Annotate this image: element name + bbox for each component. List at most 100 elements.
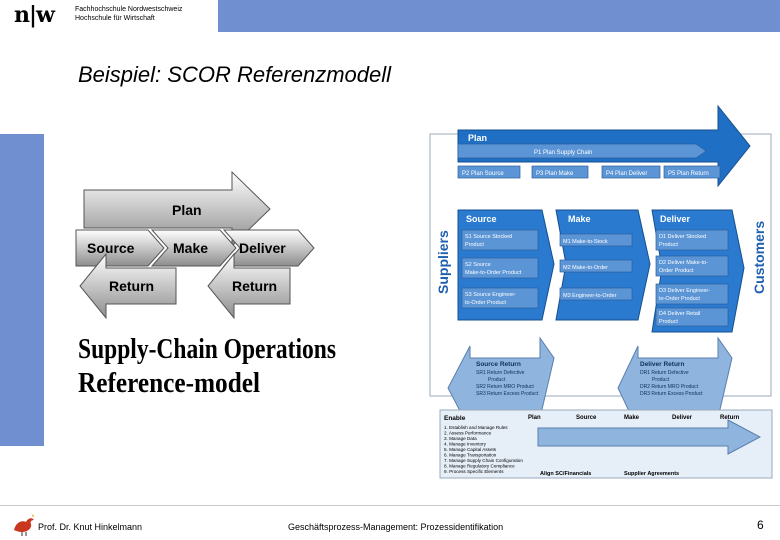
source-return-heading: Source Return: [476, 361, 521, 368]
make-label: Make: [173, 240, 208, 256]
school-name-line2: Hochschule für Wirtschaft: [75, 15, 155, 22]
m1-label: M1 Make-to-Stock: [563, 239, 608, 245]
wordmark-line1: Supply-Chain Operations: [78, 334, 336, 365]
d1-label-b: Product: [659, 242, 678, 248]
dr2-label: DR2 Return MRO Product: [640, 384, 699, 390]
enable-col-plan: Plan: [528, 415, 541, 421]
enable-col-make: Make: [624, 415, 640, 421]
p5-label: P5 Plan Return: [668, 171, 709, 177]
enable-item: 2. Assess Performance: [444, 431, 492, 436]
d3-label-b: to-Order Product: [659, 296, 700, 302]
s3-label-a: S3 Source Engineer-: [465, 292, 516, 298]
suppliers-label: Suppliers: [435, 230, 451, 294]
sr1-label-b: Product: [488, 377, 506, 383]
d2-label-b: Order Product: [659, 268, 694, 274]
enable-col-return: Return: [720, 415, 740, 421]
source-heading: Source: [466, 214, 497, 224]
enable-heading: Enable: [444, 415, 466, 422]
deliver-arrow: [222, 229, 315, 267]
d4-box: [655, 307, 729, 327]
p1-label: P1 Plan Supply Chain: [534, 150, 592, 156]
enable-item: 8. Manage Regulatory Compliance: [444, 464, 515, 469]
d1-label-a: D1 Deliver Stocked: [659, 234, 706, 240]
scor-logo-illustration: Plan Source Make Deliver Return Return S…: [75, 170, 336, 399]
p4-box: [601, 165, 661, 179]
plan-arrow: [83, 170, 271, 248]
m3-label: M3 Engineer-to-Order: [563, 293, 617, 299]
sr3-label: SR3 Return Excess Product: [476, 391, 539, 397]
dr1-label-a: DR1 Return Defective: [640, 370, 689, 376]
plan-heading: Plan: [468, 133, 487, 143]
supplier-agreements-label: Supplier Agreements: [624, 471, 679, 477]
enable-item: 1. Establish and Manage Rules: [444, 425, 508, 430]
enable-item: 5. Manage Capital Assets: [444, 447, 497, 452]
make-arrow: [150, 229, 237, 267]
s3-label-b: to-Order Product: [465, 300, 506, 306]
enable-arrow: [537, 419, 762, 455]
source-arrow: [75, 229, 165, 267]
enable-item: 9. Process Specific Elements: [444, 469, 504, 474]
enable-item: 3. Manage Data: [444, 436, 477, 441]
enable-item: 4. Manage Inventory: [444, 442, 487, 447]
s2-label-b: Make-to-Order Product: [465, 270, 522, 276]
d3-label-a: D3 Deliver Engineer-: [659, 288, 710, 294]
s1-label-b: Product: [465, 242, 484, 248]
return-arrow-left: [79, 252, 177, 320]
logo-mark: n|w: [14, 2, 55, 28]
header-bar: n|w Fachhochschule Nordwestschweiz Hochs…: [0, 0, 780, 34]
m2-label: M2 Make-to-Order: [563, 265, 608, 271]
p2-label: P2 Plan Source: [462, 171, 504, 177]
p4-label: P4 Plan Deliver: [606, 171, 647, 177]
deliver-label: Deliver: [239, 240, 286, 256]
s3-box: [461, 287, 539, 309]
make-heading: Make: [568, 214, 591, 224]
enable-item: 6. Manage Transportation: [444, 453, 497, 458]
deliver-return-heading: Deliver Return: [640, 361, 684, 368]
source-label: Source: [87, 240, 135, 256]
return-arrow-right: [207, 252, 291, 320]
d1-box: [655, 229, 729, 251]
d2-label-a: D2 Deliver Make-to-: [659, 260, 708, 266]
return-left-label: Return: [109, 278, 154, 294]
side-accent-strip: [0, 134, 44, 446]
m2-box: [559, 259, 633, 273]
p1-arrow: [457, 143, 707, 159]
s1-box: [461, 229, 539, 251]
footer-author: Prof. Dr. Knut Hinkelmann: [38, 522, 143, 532]
school-name-line1: Fachhochschule Nordwestschweiz: [75, 6, 183, 13]
align-financials-label: Align SC/Financials: [540, 471, 591, 477]
school-logo: n|w Fachhochschule Nordwestschweiz Hochs…: [0, 0, 196, 32]
enable-items: 1. Establish and Manage Rules 2. Assess …: [444, 425, 523, 474]
enable-item: 7. Manage Supply Chain Configuration: [444, 458, 523, 463]
return-right-label: Return: [232, 278, 277, 294]
d3-box: [655, 283, 729, 305]
p5-box: [663, 165, 721, 179]
page-number: 6: [757, 518, 764, 532]
m1-box: [559, 233, 633, 247]
header-accent-band: [218, 0, 780, 32]
d4-label-a: D4 Deliver Retail: [659, 311, 700, 317]
wordmark-line2: Reference-model: [78, 368, 260, 399]
d4-label-b: Product: [659, 319, 678, 325]
p3-label: P3 Plan Make: [536, 171, 574, 177]
dr3-label: DR3 Return Excess Product: [640, 391, 703, 397]
enable-col-deliver: Deliver: [672, 415, 693, 421]
sr1-label-a: SR1 Return Defective: [476, 370, 525, 376]
m3-box: [559, 287, 633, 301]
footer-divider: [0, 505, 780, 506]
plan-label: Plan: [172, 202, 202, 218]
dr1-label-b: Product: [652, 377, 670, 383]
footer-topic: Geschäftsprozess-Management: Prozessiden…: [288, 522, 504, 532]
slide-title: Beispiel: SCOR Referenzmodell: [78, 62, 392, 87]
enable-col-source: Source: [576, 415, 597, 421]
s2-box: [461, 257, 539, 279]
scor-process-chart: Suppliers Customers Plan P1 Plan Supply …: [429, 104, 773, 479]
d2-box: [655, 255, 729, 277]
customers-label: Customers: [751, 221, 767, 294]
s1-label-a: S1 Source Stocked: [465, 234, 512, 240]
p2-box: [457, 165, 521, 179]
rooster-logo-icon: [14, 514, 34, 536]
p3-box: [531, 165, 589, 179]
deliver-heading: Deliver: [660, 214, 691, 224]
s2-label-a: S2 Source: [465, 262, 491, 268]
